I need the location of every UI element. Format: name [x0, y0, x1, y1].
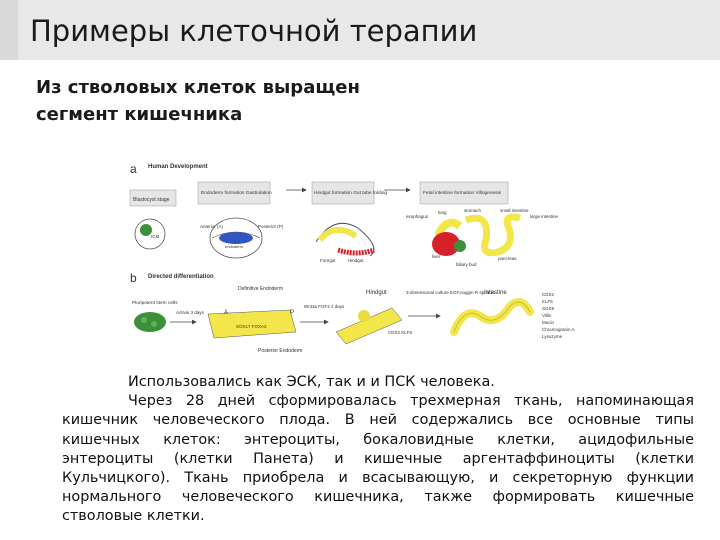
directed-differentiation-label: Directed differentiation — [148, 274, 214, 280]
posterior-endoderm-label: Posterior Endoderm — [258, 348, 302, 354]
paragraph-2: Через 28 дней сформировалась трехмерная … — [62, 393, 694, 525]
endoderm-formation-label: Endoderm formation Gastrulation — [201, 190, 272, 196]
anterior-label: Anterior (A) — [200, 224, 224, 229]
marker-item: Lysozyme — [542, 334, 563, 339]
marker-item: Mucin — [542, 320, 555, 325]
slide-subtitle: Из стволовых клеток выращен сегмент кише… — [36, 74, 396, 128]
panel-a-label: a — [130, 162, 137, 176]
marker-item: KLF5 — [542, 299, 553, 304]
gastrula-icon — [209, 217, 263, 259]
title-accent — [0, 0, 18, 60]
esophagus-label: esophagus — [406, 214, 429, 219]
foregut-label: Foregut — [320, 258, 336, 263]
3d-culture-label: 3-dimensional culture EGF,noggin R-spond… — [406, 290, 496, 295]
slide-title: Примеры клеточной терапии — [30, 14, 478, 48]
definitive-endoderm-label: Definitive Endoderm — [238, 286, 283, 292]
blastocyst-icon — [134, 218, 166, 250]
small-intestine-label: small intestine — [500, 208, 529, 213]
blastocyst-label: Blastocyst stage — [133, 197, 170, 203]
pancreas-label: pancreas — [498, 256, 517, 261]
a-letter: A — [224, 310, 228, 316]
blastocyst-box — [129, 189, 177, 207]
icm-label: ICM — [151, 234, 160, 239]
title-bar — [0, 0, 720, 60]
endoderm-formation-box — [197, 181, 271, 205]
marker-item: Villin — [542, 313, 552, 318]
endoderm-sheet-icon — [207, 309, 297, 339]
stem-cells-icon — [134, 312, 166, 332]
hindgut-small-label: Hindgut — [348, 258, 364, 263]
paragraph-1: Использовались как ЭСК, так и и ПСК чело… — [128, 374, 495, 390]
hindgut-formation-label: Hindgut formation Gut tube folding — [314, 190, 387, 196]
subtitle-line-1: Из стволовых клеток выращен — [36, 77, 360, 98]
fgf-label: Wnt3a FGF4 4 days — [304, 304, 345, 309]
endoderm-small-label: endoderm — [225, 244, 244, 249]
posterior-label: Posterior (P) — [258, 224, 284, 229]
intestine-development-figure: a Human Development Blastocyst stage ICM… — [129, 162, 575, 354]
biliary-bud-label: biliary bud — [456, 262, 477, 267]
fetal-intestine-box — [419, 181, 509, 205]
body-text: Использовались как ЭСК, так и и ПСК чело… — [62, 373, 694, 527]
marker-item: SOX9 — [542, 306, 555, 311]
cdx2-klf5-label: CDX2 KLF5 — [388, 330, 413, 335]
sox17-foxa2-label: SOX17 FOXA2 — [236, 324, 267, 329]
fetal-organs-icon — [432, 213, 521, 257]
human-development-label: Human Development — [148, 164, 208, 170]
hindgut-spheroid-icon — [335, 307, 403, 345]
panel-b-label: b — [130, 271, 137, 285]
p-letter: P — [290, 310, 294, 316]
lung-label: lung — [438, 210, 447, 215]
stomach-label: stomach — [464, 208, 482, 213]
hindgut-label: Hindgut — [366, 290, 387, 296]
fetal-intestine-label: Fetal intestine formation Villogenesis — [423, 190, 502, 196]
activin-label: Activin 3 days — [176, 310, 205, 315]
intestine-organoid-icon — [450, 298, 534, 336]
gut-tube-icon — [315, 222, 375, 257]
subtitle-line-2: сегмент кишечника — [36, 104, 243, 125]
intestine-label: Intestine — [484, 290, 507, 296]
marker-item: CDX2 — [542, 292, 555, 297]
marker-item: Chromogranin A — [542, 327, 575, 332]
marker-list: CDX2 KLF5 SOX9 Villin Mucin Chromogranin… — [542, 292, 575, 339]
hindgut-formation-box — [311, 181, 375, 205]
liver-label: liver — [432, 254, 441, 259]
pluripotent-label: Pluripotent stem cells — [132, 300, 178, 306]
large-intestine-label: large intestine — [530, 214, 559, 219]
